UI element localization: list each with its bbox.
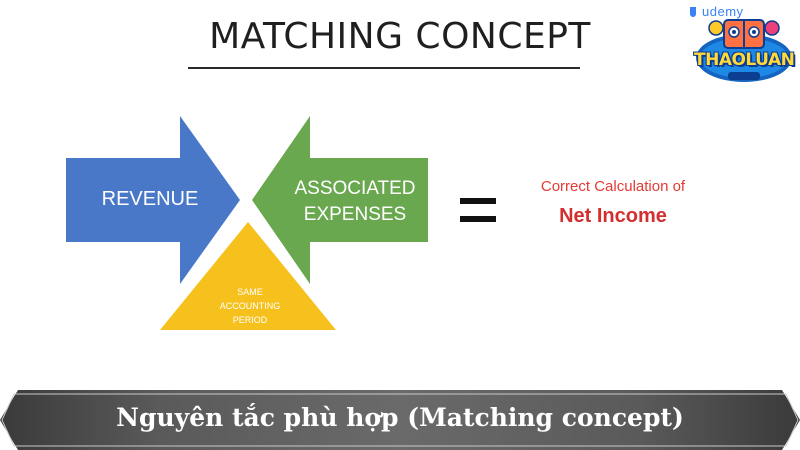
result-line1: Correct Calculation of	[540, 178, 686, 195]
expenses-label-line2: EXPENSES	[303, 204, 407, 225]
expenses-arrow	[252, 116, 428, 284]
equals-sign	[460, 198, 496, 224]
period-label-line1: SAME	[237, 287, 263, 297]
caption-banner	[0, 390, 800, 450]
period-label: SAME ACCOUNTING PERIOD	[200, 285, 300, 327]
title-underline	[188, 67, 580, 69]
book-mascot-logo-icon	[696, 19, 792, 82]
period-label-line3: PERIOD	[232, 315, 268, 325]
equals-bar-top	[460, 198, 496, 204]
expenses-label-line1: ASSOCIATED	[294, 178, 416, 199]
revenue-arrow	[66, 116, 240, 284]
equals-bar-bottom	[460, 216, 496, 222]
watermark: udemy	[690, 4, 744, 19]
page-title: MATCHING CONCEPT	[209, 16, 591, 57]
logo-text: THAOLUAN	[694, 50, 795, 70]
expenses-label: ASSOCIATED EXPENSES	[290, 176, 420, 228]
revenue-label: REVENUE	[101, 188, 199, 210]
caption-text: Nguyên tắc phù hợp (Matching concept)	[116, 403, 684, 432]
udemy-mark-icon	[690, 7, 696, 17]
watermark-text: udemy	[702, 4, 744, 19]
site-logo: THAOLUAN	[694, 14, 795, 86]
period-triangle	[160, 222, 336, 330]
period-label-line2: ACCOUNTING	[219, 301, 281, 311]
result-line2: Net Income	[559, 205, 667, 227]
